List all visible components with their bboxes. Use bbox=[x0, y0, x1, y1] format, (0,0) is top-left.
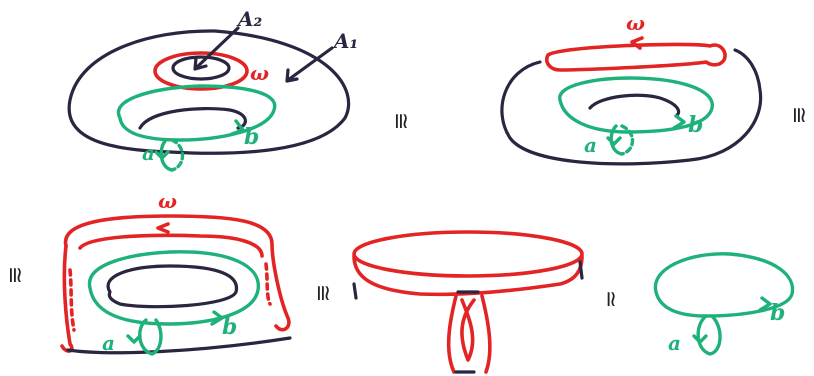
panel-2-label-b: b bbox=[688, 112, 703, 138]
panel-3-a-curve bbox=[140, 320, 161, 354]
panel-4-surface bbox=[354, 232, 582, 372]
panel-4-stem-left bbox=[449, 296, 456, 372]
panel-5-a-loop bbox=[698, 316, 720, 354]
panel-1-label-b: b bbox=[244, 124, 259, 150]
relation-homeo-1: ≅ bbox=[388, 112, 413, 130]
panel-3-omega-arrow bbox=[158, 224, 168, 232]
panel-3-inner-hole bbox=[108, 266, 236, 307]
panel-4-band-left-cut bbox=[354, 284, 356, 298]
relation-homeo-4: ≅ bbox=[310, 284, 335, 302]
panel-4-stem-twist bbox=[462, 300, 474, 360]
panel-1-label-omega: ω bbox=[250, 61, 269, 85]
panel-4-band-right-cut bbox=[580, 262, 582, 278]
panel-1-A2-pointer bbox=[196, 28, 238, 68]
panel-1-surface: A₂ A₁ ω a b bbox=[69, 7, 358, 170]
panel-3-surface: ω a b bbox=[62, 189, 290, 355]
panel-4-top-ring bbox=[354, 232, 582, 276]
panel-2-label-omega: ω bbox=[626, 11, 645, 35]
panel-3-a-arrow bbox=[128, 336, 140, 342]
panel-1-label-A1: A₁ bbox=[332, 29, 358, 53]
panel-1-a-curve-dashed bbox=[172, 140, 183, 170]
panel-5-label-b: b bbox=[770, 300, 785, 326]
panel-2-inner-hole bbox=[590, 95, 679, 116]
panel-5-graph: a b bbox=[655, 254, 792, 355]
panel-1-inner-hole bbox=[140, 109, 245, 128]
panel-2-a-arrow bbox=[608, 138, 620, 144]
panel-3-red-dashed-right bbox=[266, 264, 270, 304]
panel-3-label-b: b bbox=[222, 314, 237, 340]
panel-1-label-A2: A₂ bbox=[236, 7, 263, 31]
relation-homeo-2: ≅ bbox=[786, 106, 811, 124]
panel-3-label-omega: ω bbox=[158, 189, 177, 213]
panel-2-a-curve-dashed bbox=[622, 126, 633, 154]
relation-homeo-3: ≅ bbox=[2, 266, 27, 284]
panel-2-omega-band bbox=[547, 44, 725, 70]
panel-1-label-a: a bbox=[142, 141, 155, 165]
panel-4-stem-right bbox=[482, 296, 490, 372]
panel-2-surface: ω a b bbox=[502, 11, 761, 164]
panel-2-label-a: a bbox=[584, 133, 597, 157]
panel-3-label-a: a bbox=[102, 331, 115, 355]
panel-1-outer-boundary bbox=[69, 31, 348, 153]
relation-homotopy: ≃ bbox=[598, 290, 623, 308]
panel-3-red-dashed-left bbox=[70, 270, 74, 330]
panel-5-label-a: a bbox=[668, 331, 681, 355]
